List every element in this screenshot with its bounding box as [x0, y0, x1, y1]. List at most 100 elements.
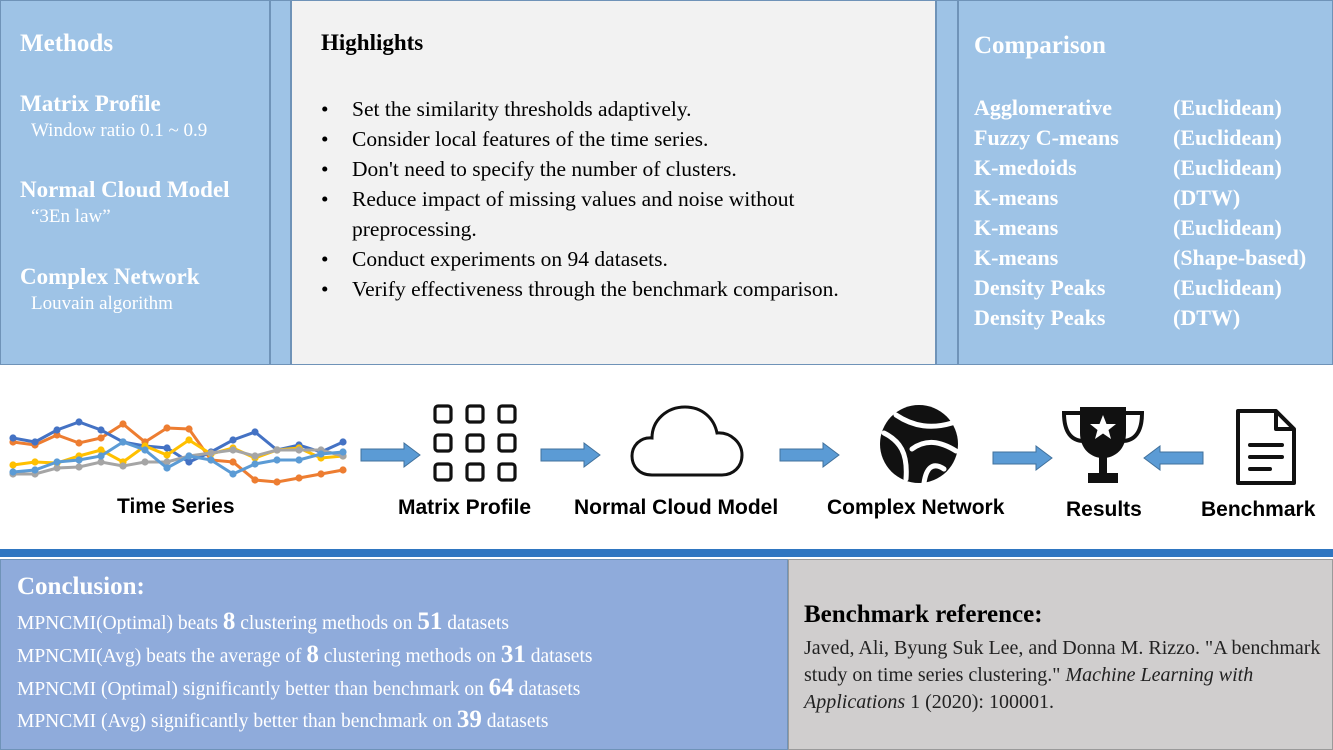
highlight-item: Consider local features of the time seri…: [321, 124, 921, 154]
time-series-point: [97, 426, 105, 434]
time-series-point: [53, 431, 61, 439]
complex-network-label: Complex Network: [827, 496, 1005, 519]
comparison-metric: (Euclidean): [1173, 275, 1282, 300]
section-divider: [0, 549, 1333, 557]
comparison-row: K-means(Shape-based): [974, 243, 1306, 273]
time-series-point: [141, 446, 149, 454]
time-series-point: [163, 451, 171, 459]
time-series-point: [97, 458, 105, 466]
benchmark-citation: Javed, Ali, Byung Suk Lee, and Donna M. …: [804, 635, 1324, 716]
time-series-point: [317, 450, 325, 458]
highlights-panel: Highlights Set the similarity thresholds…: [291, 0, 936, 365]
time-series-chart-icon: [9, 418, 347, 486]
comparison-metric: (DTW): [1173, 185, 1241, 210]
comparison-row: Fuzzy C-means(Euclidean): [974, 123, 1306, 153]
time-series-point: [295, 446, 303, 454]
conclusion-number: 8: [222, 608, 236, 635]
citation-volume: 1 (2020): 100001.: [905, 691, 1054, 713]
method-note: Louvain algorithm: [31, 293, 173, 314]
time-series-point: [141, 458, 149, 466]
comparison-method: Density Peaks: [974, 305, 1106, 330]
time-series-point: [229, 436, 237, 444]
time-series-point: [229, 446, 237, 454]
highlight-item: Conduct experiments on 94 datasets.: [321, 244, 921, 274]
highlight-item: Verify effectiveness through the benchma…: [321, 274, 921, 304]
method-note: Window ratio 0.1 ~ 0.9: [31, 120, 208, 141]
grid-icon: [433, 404, 517, 482]
time-series-point: [53, 464, 61, 472]
time-series-point: [9, 434, 17, 442]
conclusion-number: 51: [417, 608, 443, 635]
method-name: Matrix Profile: [20, 91, 161, 116]
pipeline-flow: Time Series Matrix Profile Normal Cloud …: [0, 365, 1333, 549]
comparison-row: K-means(DTW): [974, 183, 1306, 213]
time-series-point: [273, 446, 281, 454]
conclusion-number: 39: [456, 706, 482, 733]
time-series-point: [251, 460, 259, 468]
time-series-point: [273, 478, 281, 486]
conclusion-title: Conclusion:: [17, 573, 145, 600]
conclusion-text: clustering methods on: [235, 613, 418, 634]
time-series-point: [251, 428, 259, 436]
time-series-point: [339, 438, 347, 446]
time-series-point: [163, 424, 171, 432]
time-series-point: [251, 476, 259, 484]
time-series-point: [53, 426, 61, 434]
time-series-point: [75, 418, 83, 426]
conclusion-text: MPNCMI (Avg) significantly better than b…: [17, 711, 457, 732]
time-series-point: [163, 444, 171, 452]
highlights-list: Set the similarity thresholds adaptively…: [321, 94, 921, 304]
time-series-point: [207, 449, 215, 457]
highlight-item: Don't need to specify the number of clus…: [321, 154, 921, 184]
citation-journal: Machine Learning with Applications: [804, 664, 1254, 713]
time-series-point: [185, 458, 193, 466]
conclusion-text: datasets: [481, 711, 549, 732]
comparison-row: Density Peaks(DTW): [974, 303, 1306, 333]
benchmark-label: Benchmark: [1201, 498, 1316, 521]
method-name: Normal Cloud Model: [20, 177, 230, 202]
time-series-point: [31, 466, 39, 474]
time-series-point: [295, 456, 303, 464]
arrow-left-icon: [1143, 445, 1204, 471]
comparison-method: Agglomerative: [974, 95, 1113, 120]
section-divider-gap: [0, 557, 1333, 559]
conclusion-number: 8: [306, 641, 319, 668]
time-series-line: [12, 440, 344, 476]
arrow-right-icon: [360, 442, 421, 468]
results-label: Results: [1066, 498, 1142, 521]
trophy-icon: [1061, 407, 1145, 483]
comparison-row: Density Peaks (Euclidean): [974, 273, 1306, 303]
conclusion-number: 64: [488, 674, 514, 701]
comparison-method: Fuzzy C-means: [974, 125, 1119, 150]
methods-panel: Methods Matrix Profile Window ratio 0.1 …: [0, 0, 270, 365]
time-series-point: [229, 470, 237, 478]
arrow-right-icon: [540, 442, 601, 468]
time-series-point: [97, 452, 105, 460]
methods-divider-strip: [270, 0, 291, 365]
time-series-point: [163, 464, 171, 472]
time-series-point: [185, 436, 193, 444]
comparison-metric: (Shape-based): [1173, 245, 1307, 270]
time-series-point: [119, 438, 127, 446]
comparison-row: K-means(Euclidean): [974, 213, 1306, 243]
comparison-list: Agglomerative(Euclidean) Fuzzy C-means(E…: [974, 93, 1306, 333]
time-series-point: [163, 458, 171, 466]
time-series-point: [9, 461, 17, 469]
time-series-point: [75, 463, 83, 471]
conclusion-text: datasets: [525, 646, 593, 667]
time-series-point: [97, 446, 105, 454]
comparison-method: K-means: [974, 215, 1059, 240]
time-series-line: [13, 448, 344, 476]
benchmark-reference-panel: Benchmark reference: Javed, Ali, Byung S…: [788, 559, 1333, 750]
time-series-point: [339, 448, 347, 456]
time-series-point: [295, 474, 303, 482]
comparison-method: Density Peaks: [974, 275, 1106, 300]
conclusion-panel: Conclusion: MPNCMI(Optimal) beats 8 clus…: [0, 559, 788, 750]
time-series-point: [31, 458, 39, 466]
comparison-divider-strip: [936, 0, 958, 365]
matrix-profile-label: Matrix Profile: [398, 496, 532, 519]
comparison-row: K-medoids(Euclidean): [974, 153, 1306, 183]
comparison-metric: (Euclidean): [1173, 155, 1282, 180]
highlight-item: Reduce impact of missing values and nois…: [321, 184, 921, 244]
time-series-point: [207, 456, 215, 464]
